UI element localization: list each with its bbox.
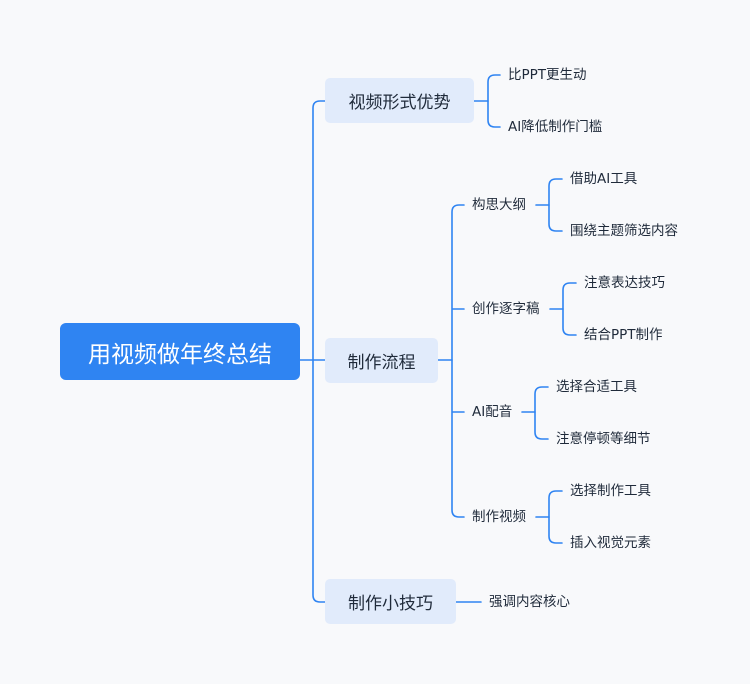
leaf-choose-video-tool[interactable]: 选择制作工具	[570, 483, 651, 499]
fork-step-3	[534, 386, 549, 440]
fork-step-4	[548, 490, 563, 544]
step-script[interactable]: 创作逐字稿	[472, 301, 540, 317]
step-ai-voiceover[interactable]: AI配音	[472, 404, 513, 420]
trunk	[312, 100, 326, 603]
leaf-more-vivid[interactable]: 比PPT更生动	[508, 67, 587, 83]
step-make-video[interactable]: 制作视频	[472, 509, 526, 525]
leaf-choose-voice-tool[interactable]: 选择合适工具	[556, 379, 637, 395]
leaf-filter-content[interactable]: 围绕主题筛选内容	[570, 223, 678, 239]
fork-branch-2	[451, 204, 465, 518]
root-node[interactable]: 用视频做年终总结	[60, 323, 300, 380]
leaf-insert-visuals[interactable]: 插入视觉元素	[570, 535, 651, 551]
leaf-expression-skills[interactable]: 注意表达技巧	[584, 275, 665, 291]
leaf-ai-lowers-barrier[interactable]: AI降低制作门槛	[508, 119, 603, 135]
fork-branch-1	[487, 74, 501, 128]
branch-video-advantages[interactable]: 视频形式优势	[325, 78, 474, 123]
leaf-combine-ppt[interactable]: 结合PPT制作	[584, 327, 663, 343]
branch-production-tips[interactable]: 制作小技巧	[325, 579, 456, 624]
step-outline[interactable]: 构思大纲	[472, 197, 526, 213]
branch-production-process[interactable]: 制作流程	[325, 338, 438, 383]
leaf-use-ai-tools[interactable]: 借助AI工具	[570, 171, 638, 187]
leaf-emphasize-core[interactable]: 强调内容核心	[489, 594, 570, 610]
fork-step-1	[548, 178, 563, 232]
fork-step-2	[562, 282, 577, 336]
leaf-pause-details[interactable]: 注意停顿等细节	[556, 431, 651, 447]
